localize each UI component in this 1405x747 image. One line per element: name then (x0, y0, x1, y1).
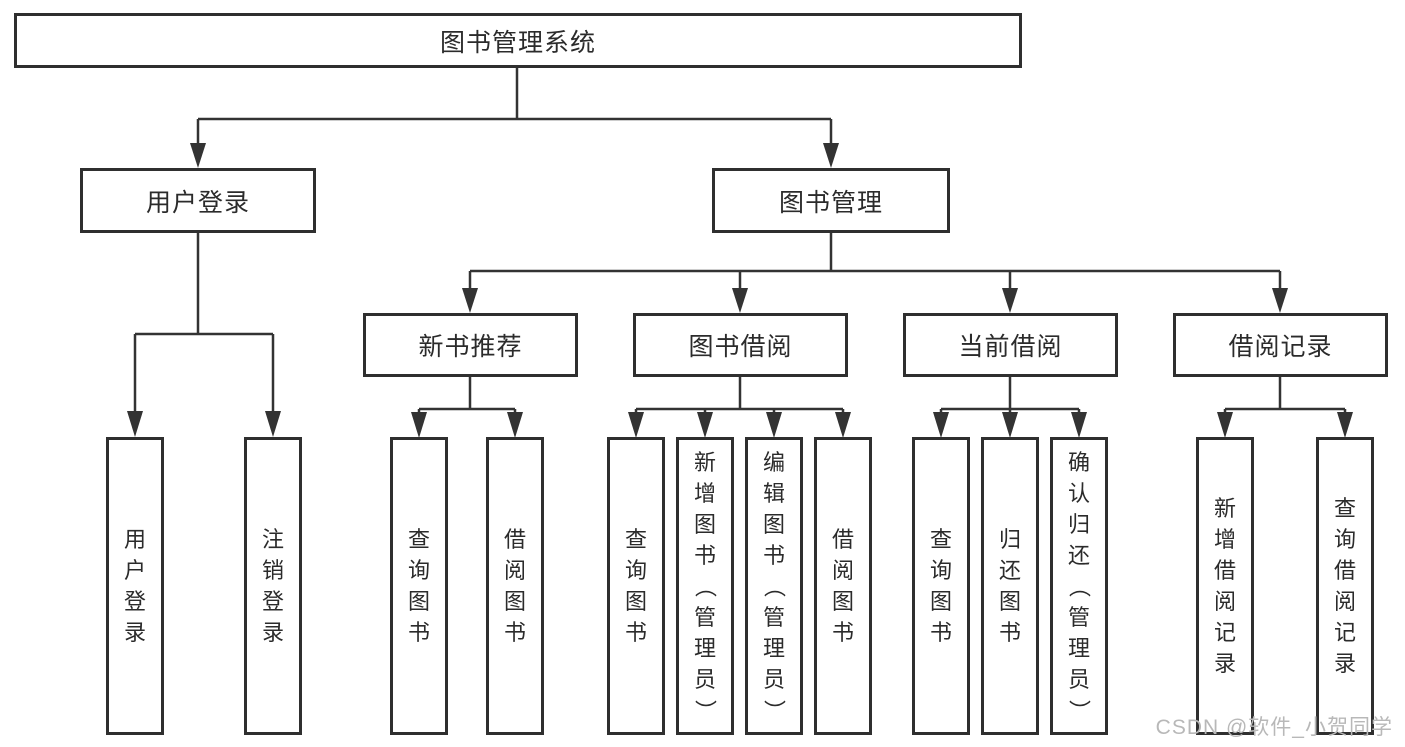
leaf-borrowing-edit-books-admin: 编辑图书（管理员） (745, 437, 803, 735)
leaf-user-login: 用户登录 (106, 437, 164, 735)
leaf-logout-login: 注销登录 (244, 437, 302, 735)
leaf-records-add-record-label: 新增借阅记录 (1213, 496, 1236, 676)
leaf-borrowing-add-books-admin: 新增图书（管理员） (676, 437, 734, 735)
leaf-recommend-query-books-label: 查询图书 (407, 527, 430, 645)
node-new-book-recommend-label: 新书推荐 (418, 333, 523, 361)
leaf-recommend-query-books: 查询图书 (390, 437, 448, 735)
node-library-management-system: 图书管理系统 (14, 13, 1022, 68)
csdn-watermark: CSDN @软件_小贺同学 (1155, 716, 1393, 739)
leaf-records-query-record-label: 查询借阅记录 (1333, 496, 1356, 676)
leaf-current-return-books-label: 归还图书 (998, 527, 1021, 645)
leaf-logout-login-label: 注销登录 (261, 527, 284, 645)
leaf-borrowing-query-books: 查询图书 (607, 437, 665, 735)
leaf-borrowing-edit-books-admin-label: 编辑图书（管理员） (761, 449, 787, 722)
leaf-borrowing-borrow-books: 借阅图书 (814, 437, 872, 735)
leaf-current-confirm-return-admin-label: 确认归还（管理员） (1066, 449, 1092, 722)
node-current-borrowing: 当前借阅 (903, 313, 1118, 377)
connector-arrowheads (127, 143, 1353, 438)
leaf-borrowing-borrow-books-label: 借阅图书 (831, 527, 854, 645)
leaf-user-login-label: 用户登录 (123, 527, 146, 645)
leaf-current-query-books: 查询图书 (912, 437, 970, 735)
node-borrowing-records: 借阅记录 (1173, 313, 1388, 377)
node-book-management: 图书管理 (712, 168, 950, 233)
leaf-current-confirm-return-admin: 确认归还（管理员） (1050, 437, 1108, 735)
node-book-borrowing: 图书借阅 (633, 313, 848, 377)
node-book-borrowing-label: 图书借阅 (688, 333, 793, 361)
leaf-current-return-books: 归还图书 (981, 437, 1039, 735)
leaf-recommend-borrow-books: 借阅图书 (486, 437, 544, 735)
node-library-management-system-label: 图书管理系统 (439, 28, 596, 57)
leaf-current-query-books-label: 查询图书 (929, 527, 952, 645)
leaf-recommend-borrow-books-label: 借阅图书 (503, 527, 526, 645)
leaf-borrowing-query-books-label: 查询图书 (624, 527, 647, 645)
node-user-login: 用户登录 (80, 168, 316, 233)
leaf-records-add-record: 新增借阅记录 (1196, 437, 1254, 735)
node-book-management-label: 图书管理 (778, 188, 883, 217)
leaf-records-query-record: 查询借阅记录 (1316, 437, 1374, 735)
node-user-login-label: 用户登录 (145, 188, 250, 217)
node-new-book-recommend: 新书推荐 (363, 313, 578, 377)
node-borrowing-records-label: 借阅记录 (1228, 333, 1333, 361)
node-current-borrowing-label: 当前借阅 (958, 333, 1063, 361)
leaf-borrowing-add-books-admin-label: 新增图书（管理员） (692, 449, 718, 722)
